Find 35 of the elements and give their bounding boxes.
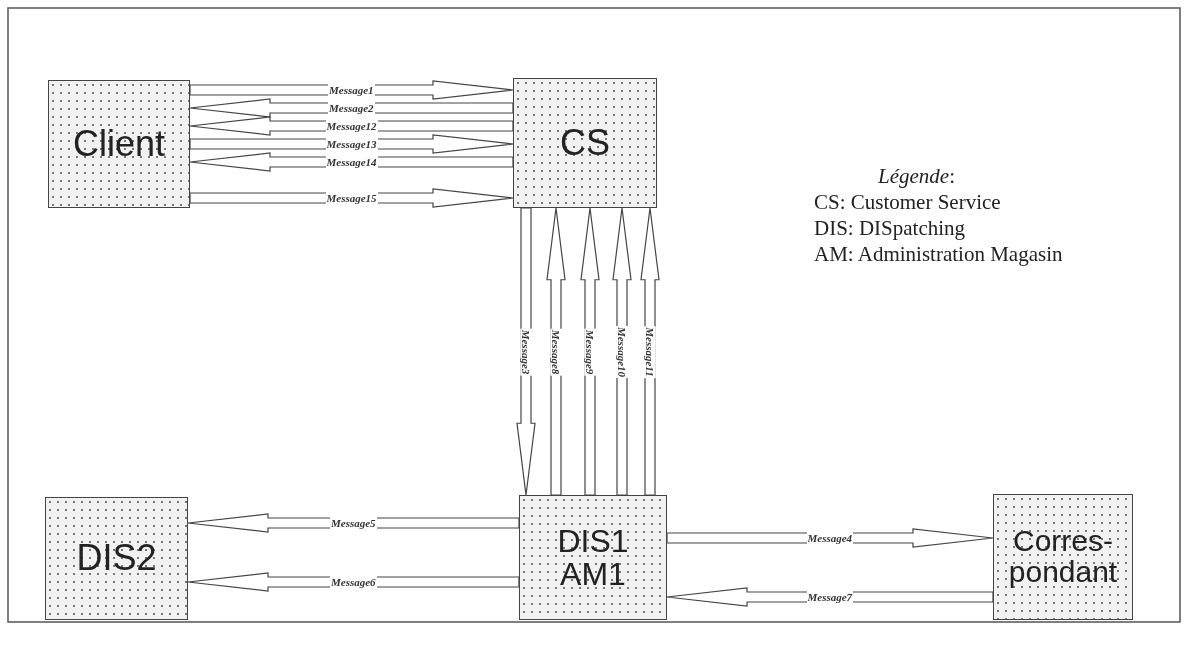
legend-text: Légende: xyxy=(878,164,955,188)
edge-label: Message12 xyxy=(325,120,378,132)
process-box xyxy=(45,497,188,620)
process-box xyxy=(993,494,1133,620)
node-label: DIS2 xyxy=(75,540,158,577)
node-label: DIS1 AM1 xyxy=(556,524,630,591)
edge-label: Message4 xyxy=(806,532,854,544)
block-arrow xyxy=(666,587,994,607)
edge-label: Message5 xyxy=(330,517,377,529)
edge-label: Message8 xyxy=(549,328,562,375)
node-label: Client xyxy=(71,125,166,163)
legend-text: CS: Customer Service xyxy=(814,190,1001,214)
block-arrow xyxy=(189,98,514,118)
edge-label: Message6 xyxy=(330,576,377,588)
edge-label: Message11 xyxy=(643,325,656,378)
node-label: CS xyxy=(559,124,611,162)
edge-label: Message10 xyxy=(616,325,629,378)
process-box xyxy=(513,78,657,208)
legend-text: AM: Administration Magasin xyxy=(814,242,1064,266)
block-arrow xyxy=(666,528,994,548)
edge-label: Message7 xyxy=(806,591,854,603)
process-box xyxy=(519,495,667,620)
block-arrow xyxy=(187,513,520,533)
edge-label: Message9 xyxy=(583,328,596,375)
edge-label: Message2 xyxy=(328,102,375,114)
edge-label: Message1 xyxy=(328,84,375,96)
block-arrow xyxy=(189,80,514,100)
process-box xyxy=(48,80,190,208)
edge-label: Message13 xyxy=(325,138,378,150)
edge-label: Message14 xyxy=(325,156,378,168)
edge-label: Message15 xyxy=(325,192,378,204)
legend-text: DIS: DISpatching xyxy=(814,216,966,240)
edge-label: Message3 xyxy=(519,328,532,375)
node-label: Corres- pondant xyxy=(1007,526,1119,588)
block-arrow xyxy=(187,572,520,592)
